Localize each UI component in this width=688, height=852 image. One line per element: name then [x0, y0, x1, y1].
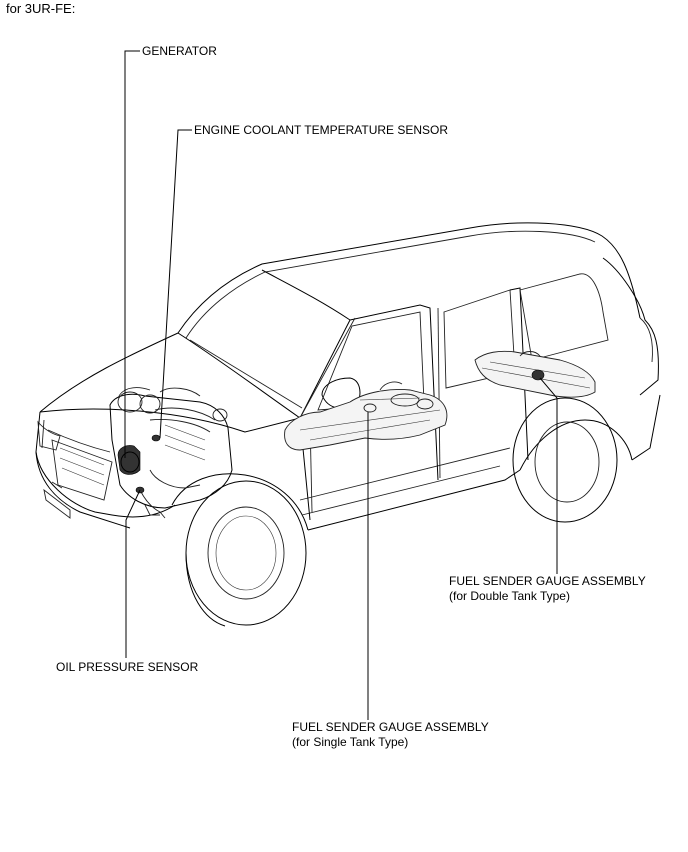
generator-leader-line	[124, 50, 140, 458]
ect-sensor-leader-line	[159, 129, 192, 439]
engine-assembly	[109, 387, 233, 519]
generator-label: GENERATOR	[142, 44, 217, 58]
oil-pressure-sensor-label: OIL PRESSURE SENSOR	[56, 660, 199, 674]
fuel-double-leader-line	[539, 377, 558, 574]
page-title: for 3UR-FE:	[6, 1, 76, 16]
fuel-double-subtitle-label: (for Double Tank Type)	[449, 589, 570, 603]
fuel-single-title-label: FUEL SENDER GAUGE ASSEMBLY	[292, 720, 489, 734]
fuel-tank-single	[284, 381, 448, 451]
ect-sensor-label: ENGINE COOLANT TEMPERATURE SENSOR	[194, 123, 449, 137]
fuel-tank-double	[474, 350, 596, 398]
fuel-double-title-label: FUEL SENDER GAUGE ASSEMBLY	[449, 574, 646, 588]
vehicle-body	[35, 222, 661, 627]
oil-pressure-leader-line	[125, 489, 141, 658]
leader-lines	[124, 50, 558, 720]
fuel-single-subtitle-label: (for Single Tank Type)	[292, 735, 409, 749]
